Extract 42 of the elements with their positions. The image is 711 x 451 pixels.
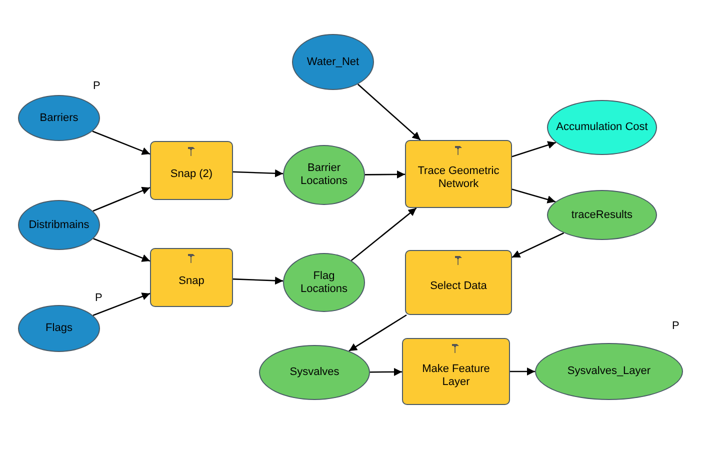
- node-label: Barriers: [40, 112, 78, 124]
- node-label: Select Data: [430, 280, 487, 293]
- node-label: Flags: [46, 322, 72, 335]
- tool-box: [405, 250, 512, 315]
- arrow: [93, 238, 150, 262]
- node-label: Sysvalves: [290, 366, 340, 379]
- arrow: [92, 292, 150, 316]
- arrow: [92, 186, 150, 212]
- node-label: Trace Geometric Network: [416, 165, 500, 191]
- arrow: [92, 130, 150, 155]
- arrow: [350, 208, 417, 261]
- arrow: [512, 232, 564, 258]
- data-ellipse: [547, 190, 657, 240]
- arrow: [348, 314, 407, 352]
- node-label: Flag Locations: [299, 270, 349, 296]
- node-label: Distribmains: [28, 218, 90, 232]
- data-ellipse: [18, 95, 100, 141]
- arrow: [232, 169, 284, 178]
- node-label: Water_Net: [306, 56, 360, 68]
- arrow: [512, 188, 556, 204]
- parameter-marker: P: [672, 320, 680, 332]
- arrow: [232, 276, 284, 285]
- tool-box: [405, 140, 512, 208]
- data-ellipse: [18, 200, 100, 250]
- node-label: Sysvalves_Layer: [567, 365, 651, 378]
- tool-box: [150, 141, 233, 200]
- tool-box: [402, 338, 510, 405]
- arrow: [370, 368, 402, 376]
- node-label: Snap (2): [170, 168, 213, 181]
- node-label: Accumulation Cost: [556, 121, 648, 134]
- node-label: traceResults: [571, 208, 633, 222]
- node-label: Snap: [178, 275, 204, 288]
- parameter-marker: P: [95, 292, 102, 304]
- node-label: Make Feature Layer: [421, 362, 491, 388]
- tool-box: [150, 248, 233, 307]
- arrow: [510, 368, 535, 376]
- arrow: [357, 84, 421, 140]
- arrow: [365, 170, 405, 178]
- parameter-marker: P: [93, 80, 100, 92]
- node-label: Barrier Locations: [299, 162, 349, 188]
- data-ellipse: [18, 305, 100, 352]
- arrow: [512, 141, 556, 158]
